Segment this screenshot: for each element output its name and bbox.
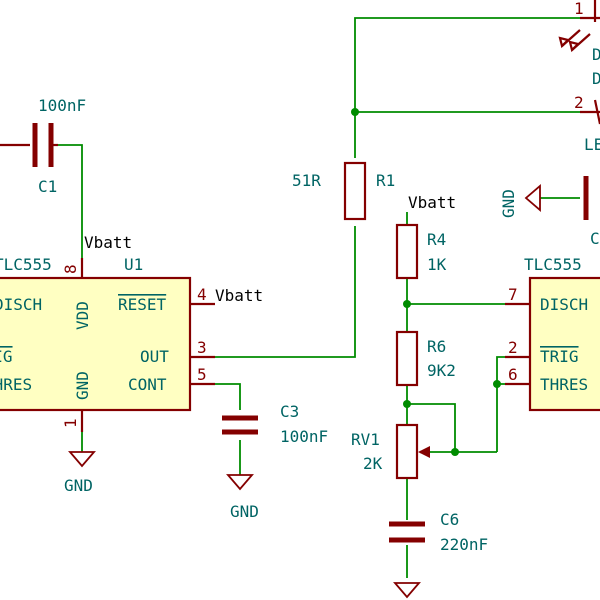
rv1-value: 2K xyxy=(363,454,383,473)
junction-rv1-wiper xyxy=(451,448,459,456)
u1-pin-3: 3 xyxy=(197,338,207,357)
u1-pin-cont: CONT xyxy=(128,375,167,394)
gnd-c3-label: GND xyxy=(230,502,259,521)
u1-pin-trig: TRIG xyxy=(0,347,13,366)
u1-pin-disch: DISCH xyxy=(0,295,42,314)
u2-body xyxy=(528,276,600,412)
wire-u1-out-to-r1 xyxy=(215,226,356,358)
ic-u1: TLC555 U1 8 4 3 5 1 DISCH VDD RESET TRIG… xyxy=(0,255,215,432)
gnd-symbol-right: GND xyxy=(499,184,541,218)
u1-pin-thres: THRES xyxy=(0,375,32,394)
u1-pin-4: 4 xyxy=(197,285,207,304)
r4-value: 1K xyxy=(427,255,447,274)
junction-r1-led xyxy=(351,108,359,116)
r1-value: 51R xyxy=(292,171,321,190)
c6-value: 220nF xyxy=(440,535,488,554)
u1-pin-1: 1 xyxy=(61,418,80,428)
resistor-r1: 51R R1 xyxy=(292,161,395,221)
u2-pin-trig: TRIG xyxy=(540,347,579,366)
led-label-3: LE xyxy=(584,135,600,154)
net-vbatt-u1-reset: Vbatt xyxy=(215,286,263,305)
right-cap-label: C xyxy=(590,229,600,248)
gnd-right-label: GND xyxy=(499,189,518,218)
wire-r1-to-led xyxy=(354,17,580,158)
gnd-u1-label: GND xyxy=(64,476,93,495)
gnd-symbol-c6 xyxy=(393,582,421,599)
led-pin-2: 2 xyxy=(574,93,584,112)
junction-r6-rv1 xyxy=(403,400,411,408)
wire-rv1-top-loop xyxy=(407,403,456,452)
net-vbatt-u1-vdd: Vbatt xyxy=(84,233,132,252)
junction-trig-thres xyxy=(493,380,501,388)
u2-pin-thres: THRES xyxy=(540,375,588,394)
resistor-r6: R6 9K2 xyxy=(395,330,456,387)
potentiometer-rv1: RV1 2K xyxy=(351,423,430,480)
c1-value: 100nF xyxy=(38,96,86,115)
c6-ref: C6 xyxy=(440,510,459,529)
c3-ref: C3 xyxy=(280,402,299,421)
led: 1 2 D D LE xyxy=(558,0,600,154)
u1-pin-vdd: VDD xyxy=(73,301,92,330)
rv1-ref: RV1 xyxy=(351,430,380,449)
led-pin-1: 1 xyxy=(574,0,584,18)
u1-value: TLC555 xyxy=(0,255,52,274)
r4-ref: R4 xyxy=(427,230,446,249)
junction-disch xyxy=(403,300,411,308)
resistor-r4: R4 1K xyxy=(395,223,447,280)
u2-pin-2: 2 xyxy=(508,338,518,357)
u1-pin-5: 5 xyxy=(197,365,207,384)
u1-ref: U1 xyxy=(124,255,143,274)
u1-pin-reset: RESET xyxy=(118,295,167,314)
led-label-1: D xyxy=(592,45,600,64)
c3-value: 100nF xyxy=(280,427,328,446)
gnd-symbol-c3 xyxy=(226,474,254,491)
capacitor-c6: C6 220nF xyxy=(389,510,488,599)
r1-ref: R1 xyxy=(376,171,395,190)
rv1-wiper-arrow xyxy=(418,446,430,458)
net-vbatt-r4: Vbatt xyxy=(408,193,456,212)
wire-u1-cont-to-c3 xyxy=(215,383,241,410)
gnd-symbol-u1: GND xyxy=(64,451,96,495)
r6-value: 9K2 xyxy=(427,361,456,380)
junction-dots xyxy=(351,108,501,456)
u2-pin-6: 6 xyxy=(508,365,518,384)
u1-body xyxy=(0,276,192,412)
u2-pin-disch: DISCH xyxy=(540,295,588,314)
wire-c1-to-u1-vdd xyxy=(58,144,83,258)
capacitor-c3: C3 100nF GND xyxy=(222,402,328,521)
capacitor-c1: 100nF C1 xyxy=(0,96,86,196)
ic-u2: TLC555 7 2 6 DISCH TRIG THRES xyxy=(505,255,600,412)
r6-ref: R6 xyxy=(427,337,446,356)
u1-pin-8: 8 xyxy=(61,264,80,274)
u2-pin-7: 7 xyxy=(508,285,518,304)
c1-ref: C1 xyxy=(38,177,57,196)
u1-pin-out: OUT xyxy=(140,347,169,366)
u2-value: TLC555 xyxy=(524,255,582,274)
led-label-2: D xyxy=(592,69,600,88)
u1-pin-gnd: GND xyxy=(73,371,92,400)
